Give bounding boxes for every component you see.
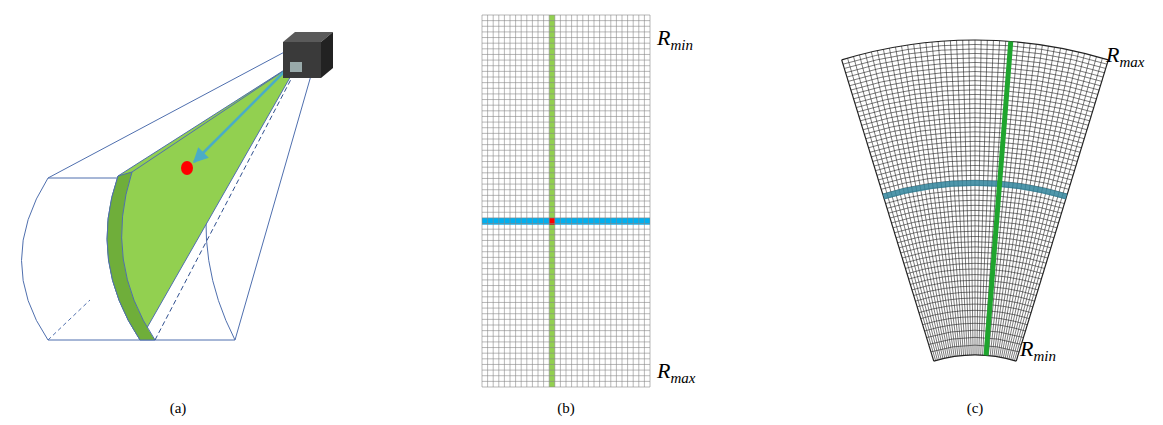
radius-subscript: min	[1033, 348, 1056, 364]
radius-label: Rmax	[1106, 44, 1144, 70]
camera-frustum	[22, 48, 313, 340]
radius-subscript: max	[670, 370, 695, 386]
radius-subscript: min	[670, 37, 693, 53]
panel-caption: (b)	[557, 400, 575, 417]
radius-subscript: max	[1119, 54, 1144, 70]
radius-label: Rmin	[657, 27, 693, 53]
radius-symbol: R	[1020, 336, 1033, 361]
radius-symbol: R	[657, 25, 670, 50]
camera-icon	[283, 32, 333, 78]
panel-caption: (c)	[967, 400, 984, 417]
polar-grid	[842, 40, 1109, 361]
radius-symbol: R	[657, 358, 670, 383]
image-grid	[482, 15, 650, 387]
radius-label: Rmin	[1020, 338, 1056, 364]
green-slice	[107, 58, 300, 340]
radius-label: Rmax	[657, 360, 695, 386]
panel-caption: (a)	[170, 400, 187, 417]
radius-symbol: R	[1106, 42, 1119, 67]
